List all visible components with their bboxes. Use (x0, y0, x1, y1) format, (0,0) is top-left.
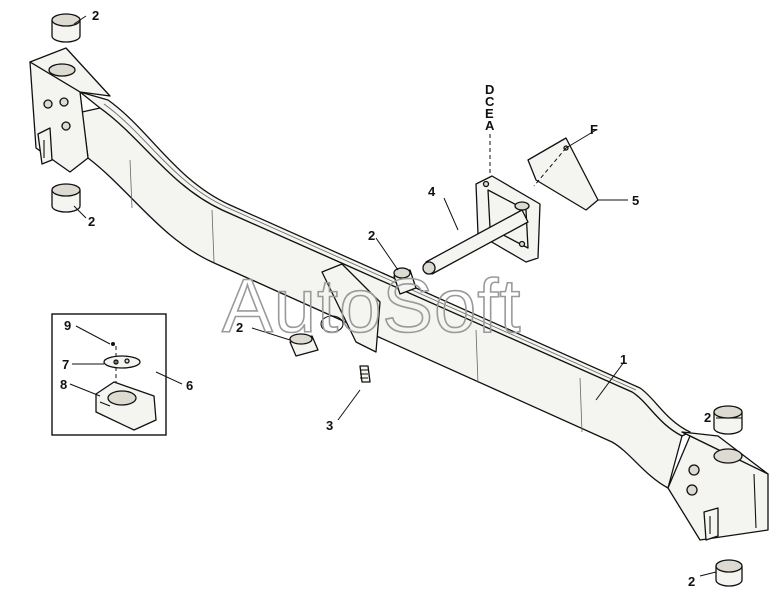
shaft-assembly (422, 175, 541, 275)
callout-letter-a: A (485, 118, 495, 133)
right-end-bracket (667, 431, 769, 541)
callout-2-right-top: 2 (704, 410, 711, 425)
callout-letter-e: E (485, 106, 494, 121)
callout-2-right-bottom: 2 (688, 574, 695, 589)
callout-letter-c: C (485, 94, 495, 109)
center-mount-plate (320, 263, 381, 353)
bushing-bottom-right (715, 559, 743, 587)
callout-2-center-upper: 2 (368, 228, 375, 243)
bolt (359, 365, 371, 383)
callout-8: 8 (60, 377, 67, 392)
left-end-bracket (29, 47, 111, 173)
callout-4: 4 (428, 184, 436, 199)
bushing-center-upper (393, 267, 417, 295)
bracket-plate (527, 137, 599, 211)
callout-2-left: 2 (88, 214, 95, 229)
callout-5: 5 (632, 193, 639, 208)
callout-1: 1 (620, 352, 627, 367)
callout-7: 7 (62, 357, 69, 372)
callout-2-center-lower: 2 (236, 320, 243, 335)
bushing-top-right (713, 405, 743, 435)
bushing-center-lower (289, 333, 319, 357)
callout-letter-f: F (590, 122, 598, 137)
callout-6: 6 (186, 378, 193, 393)
bushing-top-left (51, 13, 81, 43)
callout-letter-d: D (485, 82, 494, 97)
callout-3: 3 (326, 418, 333, 433)
watermark: AutoSoft (222, 264, 522, 349)
callout-9: 9 (64, 318, 71, 333)
bushing-bottom-left (51, 183, 81, 213)
callout-2-top-left: 2 (92, 8, 99, 23)
detail-inset (51, 313, 167, 436)
